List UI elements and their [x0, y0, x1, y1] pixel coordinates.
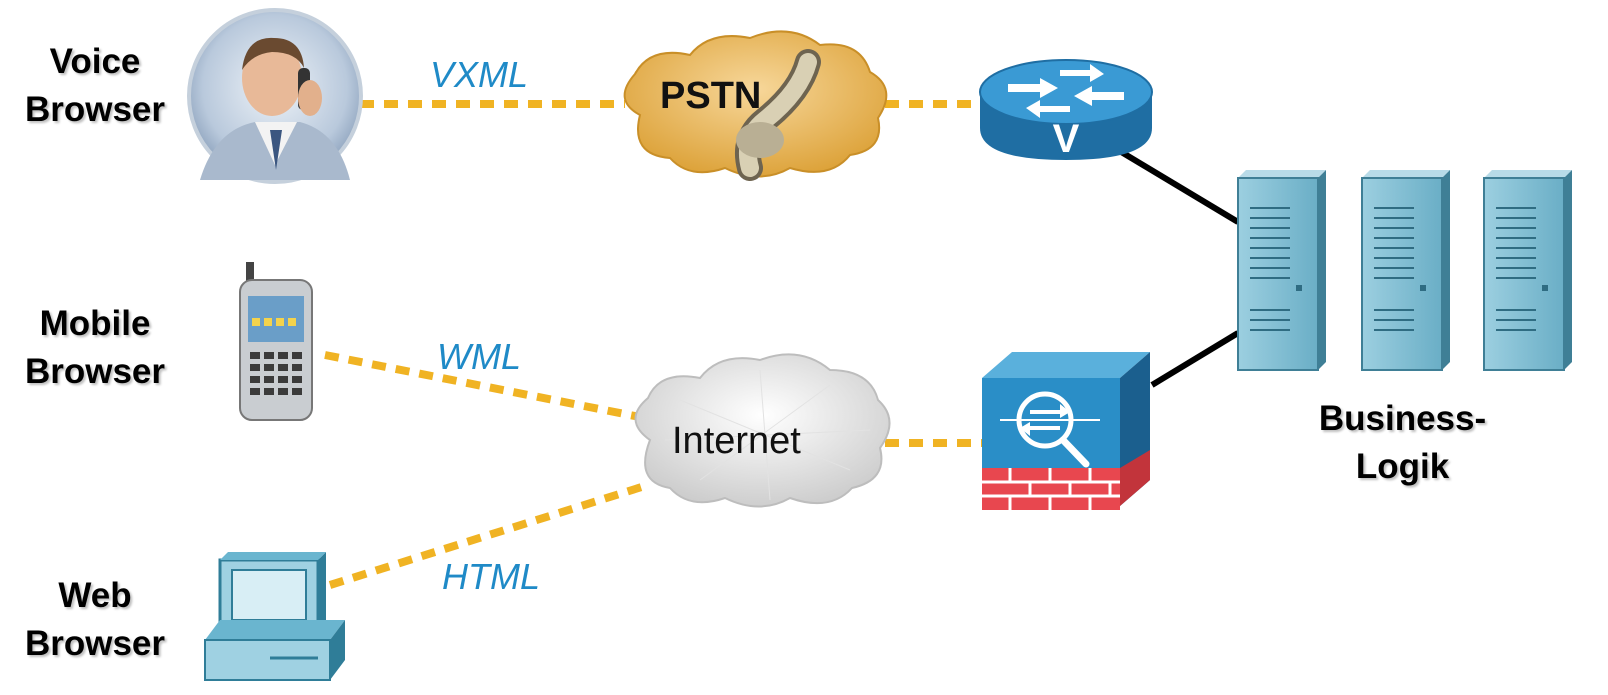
link-firewall-server — [1150, 330, 1240, 388]
protocol-wml: WML — [437, 336, 521, 377]
voice-browser-label: Voice Browser — [5, 38, 185, 134]
voice-gateway-router-icon: V — [979, 59, 1153, 161]
voice-browser-line1: Voice — [49, 42, 141, 81]
business-logic-line1: Business- — [1318, 399, 1487, 438]
business-logic-line2: Logik — [1355, 447, 1450, 486]
mobile-phone-icon — [239, 262, 313, 421]
pstn-cloud-icon — [623, 30, 888, 181]
firewall-icon — [982, 352, 1150, 510]
web-browser-label: Web Browser — [5, 572, 185, 668]
server-1 — [1237, 170, 1326, 371]
server-rack-icon — [1237, 170, 1572, 371]
links — [324, 100, 985, 589]
svg-text:V: V — [1053, 117, 1080, 161]
internet-cloud-icon — [634, 353, 891, 508]
server-3 — [1483, 170, 1572, 371]
web-browser-line1: Web — [58, 576, 132, 615]
link-mobile-internet — [324, 351, 646, 422]
link-router-server — [1116, 147, 1240, 225]
mobile-browser-line1: Mobile — [39, 304, 151, 343]
telephone-handset-icon — [734, 49, 821, 181]
voice-browser-line2: Browser — [24, 90, 166, 129]
web-browser-line2: Browser — [24, 624, 166, 663]
person-on-phone-icon — [187, 8, 363, 184]
link-web-internet — [328, 481, 650, 589]
mobile-browser-line2: Browser — [24, 352, 166, 391]
pstn-label: PSTN — [660, 75, 762, 117]
protocol-html: HTML — [442, 556, 540, 597]
protocol-vxml: VXML — [430, 54, 529, 95]
business-logic-label: Business- Logik — [1280, 395, 1525, 491]
mobile-browser-label: Mobile Browser — [5, 300, 185, 396]
server-2 — [1361, 170, 1450, 371]
internet-label: Internet — [672, 420, 801, 462]
desktop-computer-icon — [204, 552, 345, 681]
server-links — [1116, 147, 1240, 388]
